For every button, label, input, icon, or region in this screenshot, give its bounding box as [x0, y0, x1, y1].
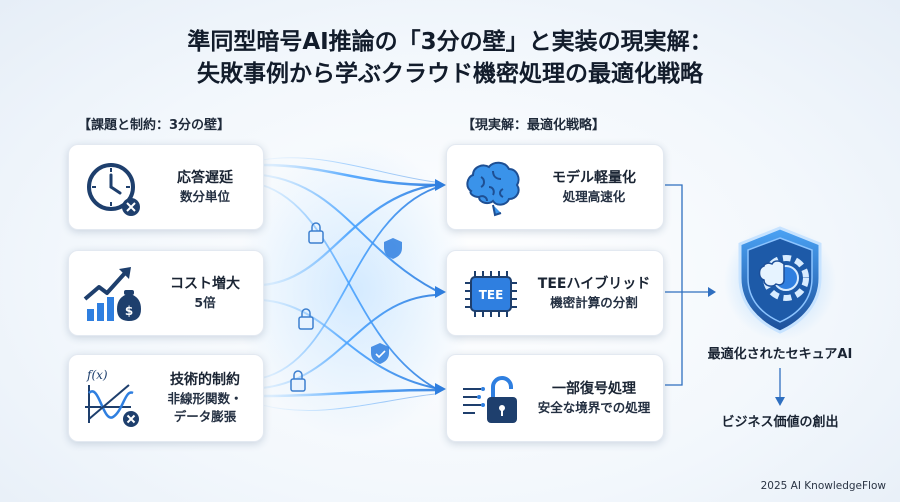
- chip-icon: TEE: [459, 259, 523, 329]
- challenge-title: 応答遅延: [177, 170, 233, 186]
- chip-label: TEE: [479, 288, 504, 302]
- challenge-detail: 5倍: [194, 295, 216, 310]
- challenge-title: 技術的制約: [170, 372, 240, 388]
- challenge-card-cost: $ コスト増大 5倍: [68, 250, 264, 336]
- unlock-icon: [459, 363, 523, 433]
- solution-detail: 安全な境界での処理: [537, 400, 651, 415]
- secure-ai-shield-icon: [724, 222, 836, 340]
- title-line-2: 失敗事例から学ぶクラウド機密処理の最適化戦略: [197, 61, 703, 87]
- solution-detail: 機密計算の分割: [550, 295, 638, 310]
- solution-title: 一部復号処理: [552, 381, 636, 397]
- solution-detail: 処理高速化: [562, 189, 626, 204]
- challenge-detail: 非線形関数・ データ膨張: [167, 391, 243, 424]
- solution-card-partial-decryption: 一部復号処理 安全な境界での処理: [446, 354, 664, 442]
- svg-text:f(x): f(x): [86, 368, 108, 382]
- title-line-1: 準同型暗号AI推論の「3分の壁」と実装の現実解：: [187, 29, 713, 55]
- result-value-label: ビジネス価値の創出: [721, 415, 839, 430]
- solution-card-lightweight: モデル軽量化 処理高速化: [446, 144, 664, 230]
- challenge-card-technical: f(x) 技術的制約 非線形関数・ データ膨張: [68, 354, 264, 442]
- challenge-detail: 数分単位: [179, 189, 230, 204]
- cost-chart-icon: $: [81, 259, 145, 329]
- solution-title: モデル軽量化: [552, 170, 636, 186]
- brain-icon: [459, 153, 523, 223]
- challenge-card-latency: 応答遅延 数分単位: [68, 144, 264, 230]
- solution-title: TEEハイブリッド: [537, 276, 651, 292]
- challenges-label: 【課題と制約：3分の壁】: [78, 118, 231, 133]
- footer-credit: 2025 AI KnowledgeFlow: [760, 480, 886, 492]
- padlock-icon: [308, 222, 324, 244]
- clock-icon: [81, 153, 145, 223]
- page-title: 準同型暗号AI推論の「3分の壁」と実装の現実解： 失敗事例から学ぶクラウド機密処…: [0, 26, 900, 90]
- solution-card-tee: TEE TEEハイブリッド 機密計算の分割: [446, 250, 664, 336]
- solutions-label: 【現実解：最適化戦略】: [462, 118, 606, 133]
- svg-text:$: $: [125, 304, 133, 318]
- result-main-label: 最適化されたセキュアAI: [707, 347, 853, 362]
- function-graph-icon: f(x): [81, 363, 145, 433]
- challenge-title: コスト増大: [170, 276, 240, 292]
